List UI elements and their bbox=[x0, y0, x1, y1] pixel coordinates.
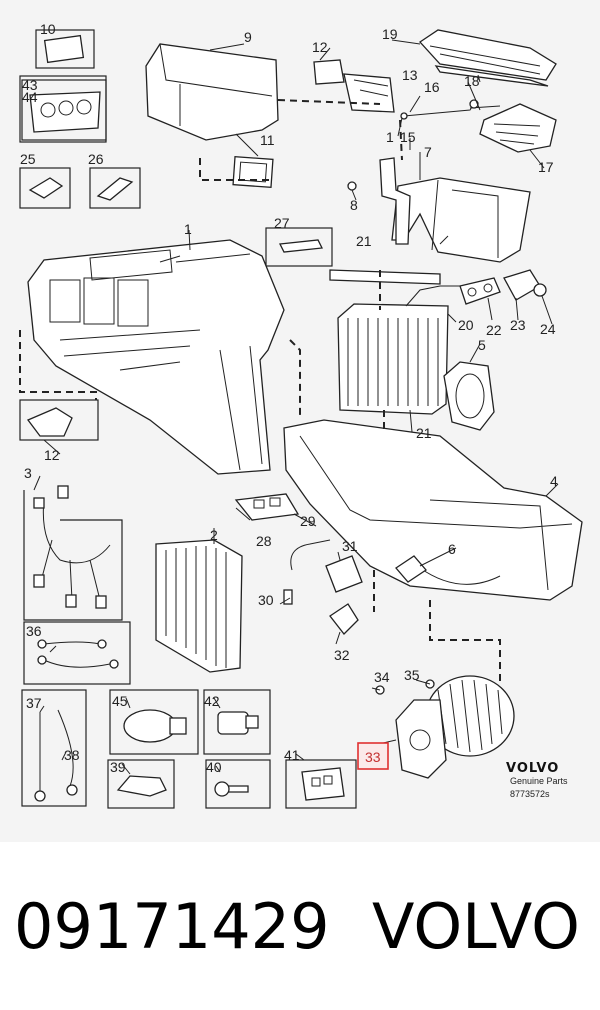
detail-box-25 bbox=[19, 167, 71, 209]
detail-box-41 bbox=[285, 759, 357, 809]
callout-39: 39 bbox=[110, 759, 126, 775]
callout-42: 42 bbox=[204, 693, 220, 709]
callout-23: 23 bbox=[510, 317, 526, 333]
callout-25: 25 bbox=[20, 151, 36, 167]
callout-19: 19 bbox=[382, 26, 398, 42]
callout-13: 13 bbox=[402, 67, 418, 83]
cable-16 bbox=[400, 99, 501, 120]
callout-38: 38 bbox=[64, 747, 80, 763]
callout-27: 27 bbox=[274, 215, 290, 231]
callout-32: 32 bbox=[334, 647, 350, 663]
callout-37: 37 bbox=[26, 695, 42, 711]
callout-21b: 21 bbox=[416, 425, 432, 441]
detail-box-36 bbox=[23, 621, 131, 685]
bolt-8 bbox=[347, 181, 357, 191]
callout-6: 6 bbox=[448, 541, 456, 557]
filter-2 bbox=[155, 539, 243, 673]
callout-4: 4 bbox=[550, 473, 558, 489]
callout-40: 40 bbox=[206, 759, 222, 775]
callout-26: 26 bbox=[88, 151, 104, 167]
leader-lines bbox=[19, 39, 559, 775]
callout-11: 11 bbox=[260, 132, 275, 148]
detail-box-43 bbox=[19, 75, 107, 143]
callout-18: 18 bbox=[464, 73, 480, 89]
callout-16: 16 bbox=[424, 79, 440, 95]
vent-17 bbox=[479, 103, 557, 153]
callout-15: 15 bbox=[400, 129, 416, 145]
callout-20: 20 bbox=[458, 317, 474, 333]
callout-labels: 10 9 12 13 19 18 16 43 44 1 15 11 7 17 2… bbox=[20, 21, 558, 775]
part-number: 09171429 bbox=[14, 890, 330, 963]
callout-28: 28 bbox=[256, 533, 272, 549]
duct-7 bbox=[391, 177, 531, 263]
exploded-view-drawing: 10 9 12 13 19 18 16 43 44 1 15 11 7 17 2… bbox=[19, 21, 583, 809]
callout-33-highlight: 33 bbox=[357, 742, 389, 770]
callout-1: 1 bbox=[184, 221, 192, 237]
detail-box-27 bbox=[265, 227, 333, 267]
hose-30 bbox=[283, 539, 331, 605]
resistor-31 bbox=[325, 555, 363, 593]
detail-box-10 bbox=[35, 29, 95, 69]
callout-17: 17 bbox=[538, 159, 554, 175]
gasket-11 bbox=[232, 156, 274, 188]
callout-3: 3 bbox=[24, 465, 32, 481]
callout-35: 35 bbox=[404, 667, 420, 683]
detail-box-12 bbox=[19, 399, 99, 441]
valve-13 bbox=[313, 59, 395, 113]
stamp-brand: VOLVO bbox=[506, 761, 559, 776]
blower-motor-33 bbox=[395, 675, 515, 779]
flange-22-23-24 bbox=[459, 269, 547, 305]
callout-43: 43 bbox=[22, 77, 38, 93]
callout-30: 30 bbox=[258, 592, 274, 608]
detail-box-42 bbox=[203, 689, 271, 755]
parts-diagram: 10 9 12 13 19 18 16 43 44 1 15 11 7 17 2… bbox=[0, 0, 600, 842]
callout-10: 10 bbox=[40, 21, 56, 37]
callout-41: 41 bbox=[284, 747, 300, 763]
heater-housing-1 bbox=[27, 239, 285, 475]
callout-34: 34 bbox=[374, 669, 390, 685]
callout-24: 24 bbox=[540, 321, 556, 337]
callout-12b: 12 bbox=[44, 447, 60, 463]
genuine-parts-stamp: VOLVO Genuine Parts 8773572s bbox=[506, 761, 568, 799]
plate-32 bbox=[329, 603, 359, 635]
callout-31: 31 bbox=[342, 538, 358, 554]
detail-box-39 bbox=[107, 759, 175, 809]
detail-box-37-38 bbox=[21, 689, 87, 807]
callout-33: 33 bbox=[365, 749, 381, 765]
bracket-28-29 bbox=[234, 493, 300, 521]
callout-9: 9 bbox=[244, 29, 252, 45]
evaporator-20 bbox=[337, 285, 470, 415]
bracket-14 bbox=[379, 157, 411, 245]
housing-4 bbox=[283, 419, 583, 601]
strip-21 bbox=[329, 269, 441, 285]
caption-bar bbox=[0, 842, 600, 1010]
ring-5 bbox=[443, 361, 495, 431]
callout-14: 1 bbox=[386, 129, 394, 145]
stamp-line2: 8773572s bbox=[510, 789, 550, 799]
detail-box-3 bbox=[23, 485, 123, 621]
stamp-line1: Genuine Parts bbox=[510, 776, 568, 786]
detail-box-26 bbox=[89, 167, 141, 209]
callout-5: 5 bbox=[478, 337, 486, 353]
callout-22: 22 bbox=[486, 322, 502, 338]
cover-9 bbox=[145, 43, 279, 141]
duct-19-18 bbox=[419, 29, 557, 87]
callout-2: 2 bbox=[210, 527, 218, 543]
detail-box-40 bbox=[205, 759, 271, 809]
callout-21a: 21 bbox=[356, 233, 372, 249]
callout-29: 29 bbox=[300, 513, 316, 529]
callout-36: 36 bbox=[26, 623, 42, 639]
caption-brand: VOLVO bbox=[372, 890, 580, 963]
plug-6 bbox=[395, 555, 427, 583]
callout-8: 8 bbox=[350, 197, 358, 213]
callout-45: 45 bbox=[112, 693, 128, 709]
detail-box-44 bbox=[21, 79, 107, 141]
callout-44: 44 bbox=[22, 89, 38, 105]
callout-12a: 12 bbox=[312, 39, 328, 55]
callout-7: 7 bbox=[424, 144, 432, 160]
detail-box-45 bbox=[109, 689, 199, 755]
